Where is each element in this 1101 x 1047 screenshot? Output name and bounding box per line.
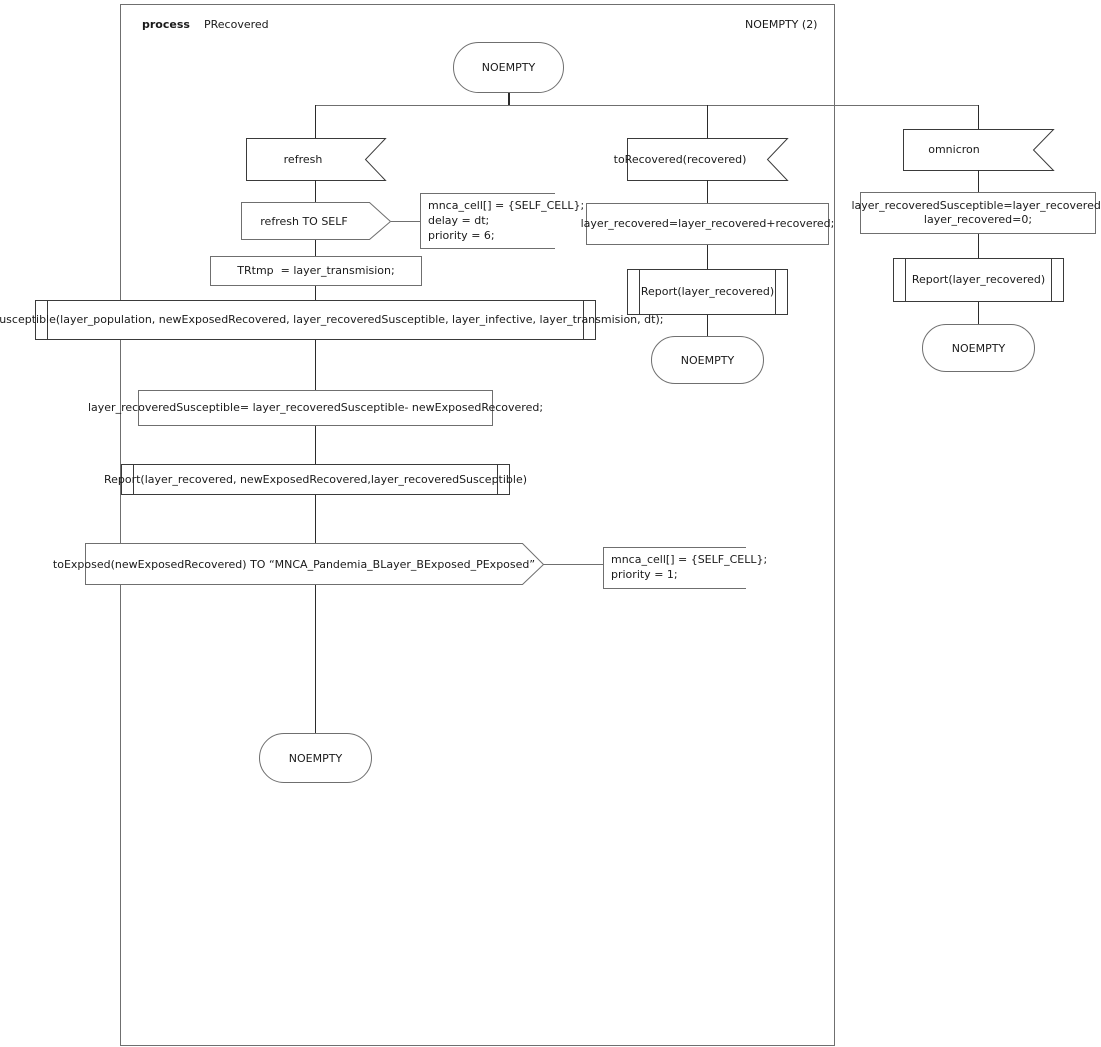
connector-refresh-4 [315, 340, 316, 390]
connector-torecovered-2 [707, 245, 708, 269]
input-signal-torecovered[interactable]: toRecovered(recovered) [613, 138, 789, 181]
state-label: NOEMPTY [951, 341, 1006, 355]
connector-refresh-3 [315, 286, 316, 300]
input-signal-omnicron[interactable]: omnicron [903, 129, 1055, 171]
comment-link-toexposed [543, 564, 603, 565]
process-frame [120, 4, 835, 1046]
connector-refresh-7 [315, 585, 316, 733]
output-label: refresh TO SELF [260, 214, 348, 228]
procedure-call-report-torecovered[interactable]: Report(layer_recovered) [627, 269, 788, 315]
connector-omnicron-3 [978, 302, 979, 324]
connector-refresh-5 [315, 426, 316, 464]
procedure-call-report-omnicron[interactable]: Report(layer_recovered) [893, 258, 1064, 302]
procedure-call-report-full[interactable]: Report(layer_recovered, newExposedRecove… [104, 464, 527, 495]
procedure-text: numSusceptible(layer_population, newExpo… [0, 313, 664, 326]
task-update-recovered-susceptible[interactable]: layer_recoveredSusceptible= layer_recove… [88, 390, 543, 426]
connector-refresh-1 [315, 180, 316, 202]
input-signal-refresh[interactable]: refresh [246, 138, 387, 181]
input-label: refresh [283, 152, 323, 166]
connector-omnicron-1 [978, 170, 979, 192]
task-text: TRtmp = layer_transmision; [237, 264, 395, 277]
task-text: layer_recovered=layer_recovered+recovere… [580, 217, 835, 230]
state-label: NOEMPTY [680, 353, 735, 367]
connector-start-stem [508, 93, 510, 106]
connector-torecovered-1 [707, 180, 708, 203]
comment-refresh-parameters: mnca_cell[] = {SELF_CELL}; delay = dt; p… [420, 193, 584, 249]
connector-omnicron-2 [978, 234, 979, 258]
procedure-text: Report(layer_recovered) [911, 273, 1046, 286]
connector-refresh-6 [315, 495, 316, 543]
comment-toexposed-parameters: mnca_cell[] = {SELF_CELL}; priority = 1; [603, 547, 767, 589]
end-state-omnicron-noempty[interactable]: NOEMPTY [922, 324, 1035, 372]
output-signal-toexposed[interactable]: toExposed(newExposedRecovered) TO “MNCA_… [52, 543, 545, 585]
end-state-torecovered-noempty[interactable]: NOEMPTY [651, 336, 764, 384]
task-omnicron-reset[interactable]: layer_recoveredSusceptible=layer_recover… [851, 192, 1101, 234]
connector-torecovered-3 [707, 315, 708, 336]
input-label: toRecovered(recovered) [613, 152, 747, 166]
connector-bus-horizontal [315, 105, 979, 106]
process-name: PRecovered [204, 18, 269, 31]
comment-link-refresh [391, 221, 420, 222]
output-signal-refresh-to-self[interactable]: refresh TO SELF [241, 202, 392, 240]
state-label: NOEMPTY [288, 751, 343, 765]
end-state-refresh-noempty[interactable]: NOEMPTY [259, 733, 372, 783]
procedure-call-numsusceptible[interactable]: numSusceptible(layer_population, newExpo… [0, 300, 663, 340]
output-label: toExposed(newExposedRecovered) TO “MNCA_… [52, 557, 536, 571]
procedure-text: Report(layer_recovered, newExposedRecove… [103, 472, 528, 486]
state-label: NOEMPTY [481, 61, 536, 74]
task-accumulate-recovered[interactable]: layer_recovered=layer_recovered+recovere… [581, 203, 834, 245]
procedure-text: Report(layer_recovered) [640, 285, 775, 298]
process-keyword: process [142, 18, 190, 31]
task-text: layer_recoveredSusceptible= layer_recove… [87, 401, 544, 414]
start-state-noempty[interactable]: NOEMPTY [453, 42, 564, 93]
connector-refresh-2 [315, 240, 316, 256]
input-label: omnicron [928, 143, 980, 156]
connector-bus-to-refresh [315, 105, 316, 138]
task-trtmp[interactable]: TRtmp = layer_transmision; [210, 256, 422, 286]
connector-bus-to-torecovered [707, 105, 708, 138]
connector-bus-to-omnicron [978, 105, 979, 129]
page-label: NOEMPTY (2) [745, 18, 818, 31]
task-text: layer_recoveredSusceptible=layer_recover… [851, 199, 1101, 226]
